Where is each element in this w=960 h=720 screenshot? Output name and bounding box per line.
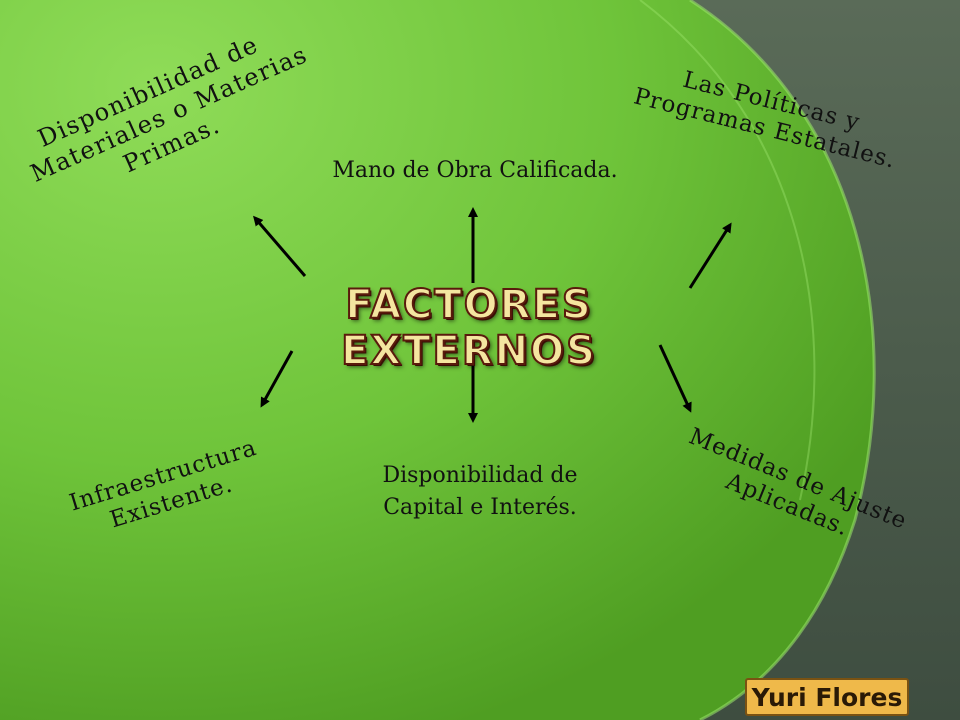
- factor-capital-line1: Disponibilidad de: [382, 463, 578, 488]
- inner-sheen: [639, 0, 816, 501]
- factor-capital-line2: Capital e Interés.: [383, 494, 577, 520]
- arrow-to-politicas: [688, 222, 732, 289]
- arrow-to-infraestructura: [260, 350, 294, 408]
- author-badge: Yuri Flores: [745, 678, 909, 716]
- green-sweep-edge: [689, 0, 876, 720]
- factor-capital: Disponibilidad de Capital e Interés.: [340, 460, 620, 524]
- author-name: Yuri Flores: [751, 682, 903, 712]
- factor-mano-obra-line1: Mano de Obra Calificada.: [332, 158, 618, 183]
- arrow-to-materiales: [253, 215, 307, 277]
- diagram-title: FACTORES EXTERNOS: [340, 281, 597, 375]
- factor-mano-obra: Mano de Obra Calificada.: [300, 158, 650, 184]
- green-sweep-shape: [0, 0, 875, 720]
- arrow-to-medidas: [658, 344, 692, 413]
